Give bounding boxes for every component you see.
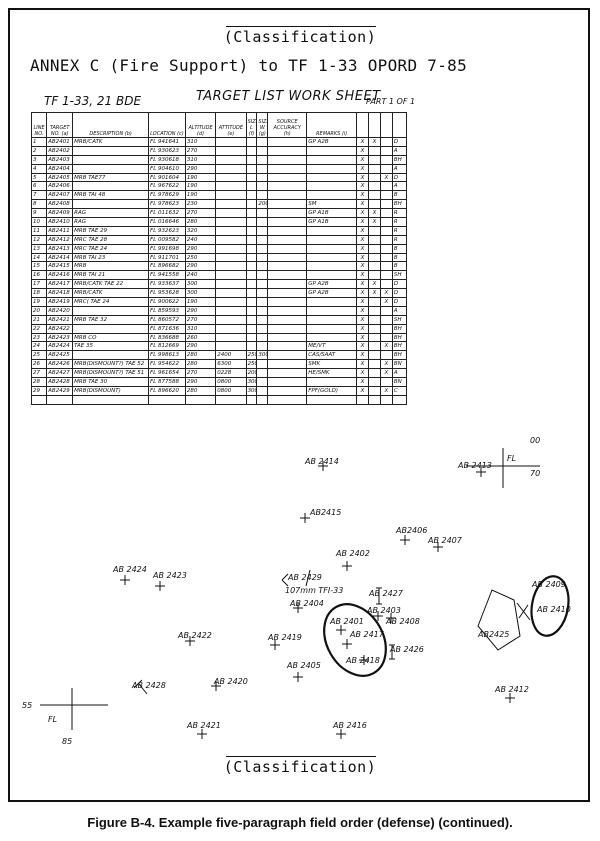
grid-fl-top-right: FL <box>507 454 516 463</box>
target-label: AB 2409 <box>531 580 566 589</box>
classification-top: (Classification) <box>223 28 377 46</box>
annex-title: ANNEX C (Fire Support) to TF 1-33 OPORD … <box>30 56 468 75</box>
worksheet-title: TARGET LIST WORK SHEET <box>196 89 381 104</box>
target-sector-polygon <box>477 589 521 651</box>
grid-northing-top-right: 00 <box>530 436 540 445</box>
grid-fl-left: FL <box>48 715 57 724</box>
column-header: TARGET NO. (a) <box>46 112 74 138</box>
table-row <box>30 394 408 405</box>
table-cell <box>306 394 358 405</box>
target-label: AB 2428 <box>131 681 166 690</box>
column-header: LOCATION (c) <box>148 112 186 138</box>
target-group-circle-right <box>530 575 570 637</box>
worksheet-unit: TF 1-33, 21 BDE <box>44 94 142 108</box>
grid-easting-left: 85 <box>62 737 72 746</box>
target-label: AB 2414 <box>304 457 339 466</box>
grid-northing-left: 55 <box>22 701 32 710</box>
target-label: AB2415 <box>309 508 341 517</box>
target-label: AB 2417 <box>349 630 385 639</box>
column-header: DESCRIPTION (b) <box>72 112 150 138</box>
table-cell <box>391 394 408 405</box>
target-label: AB 2423 <box>152 571 187 580</box>
target-label: AB 2405 <box>286 661 321 670</box>
target-label: AB 2404 <box>289 599 324 608</box>
target-label: AB 2424 <box>112 565 147 574</box>
target-label: AB 2416 <box>332 721 367 730</box>
target-label: AB 2403 <box>366 606 401 615</box>
target-label: AB 2418 <box>345 656 380 665</box>
target-label: AB 2427 <box>368 589 404 598</box>
target-list-table: LINE NO.TARGET NO. (a)DESCRIPTION (b)LOC… <box>30 112 408 405</box>
column-header: SOURCE ACCURACY (h) <box>267 112 308 138</box>
target-label: AB2425 <box>477 630 509 639</box>
table-cell <box>30 394 48 405</box>
target-sector-mark <box>516 602 531 621</box>
table-cell <box>72 394 150 405</box>
column-header <box>391 112 408 138</box>
classification-overline-bottom <box>226 756 376 757</box>
target-label: AB 2408 <box>385 617 420 626</box>
classification-overline-top <box>226 26 376 27</box>
target-label: AB 2407 <box>427 536 463 545</box>
target-group-circle-center <box>323 603 387 677</box>
column-header: REMARKS (i) <box>306 112 358 138</box>
target-label: AB 2422 <box>177 631 212 640</box>
target-label: AB 2412 <box>494 685 529 694</box>
column-header: ALTITUDE (d) <box>184 112 217 138</box>
table-cell <box>215 394 247 405</box>
classification-bottom: (Classification) <box>223 758 377 776</box>
target-label: AB 2402 <box>335 549 370 558</box>
target-label: AB 2429 <box>287 573 322 582</box>
page-frame <box>8 8 590 802</box>
figure-caption: Figure B-4. Example five-paragraph field… <box>87 815 513 830</box>
target-label: AB 2401 <box>329 617 364 626</box>
column-header: LINE NO. <box>30 112 48 138</box>
target-label: AB2406 <box>395 526 427 535</box>
column-header: ATTITUDE (e) <box>215 112 247 138</box>
target-label: AB 2419 <box>267 633 302 642</box>
target-label: AB 2410 <box>536 605 571 614</box>
table-cell <box>267 394 308 405</box>
target-label: AB 2413 <box>457 461 492 470</box>
grid-easting-top-right: 70 <box>530 469 540 478</box>
table-cell <box>46 394 74 405</box>
target-label: AB 2420 <box>213 677 248 686</box>
worksheet-part: PART 1 OF 1 <box>366 97 416 106</box>
weapon-note: 107mm TFI-33 <box>285 586 343 595</box>
target-label: AB 2426 <box>389 645 424 654</box>
target-symbols <box>120 461 515 739</box>
target-label: AB 2421 <box>186 721 221 730</box>
